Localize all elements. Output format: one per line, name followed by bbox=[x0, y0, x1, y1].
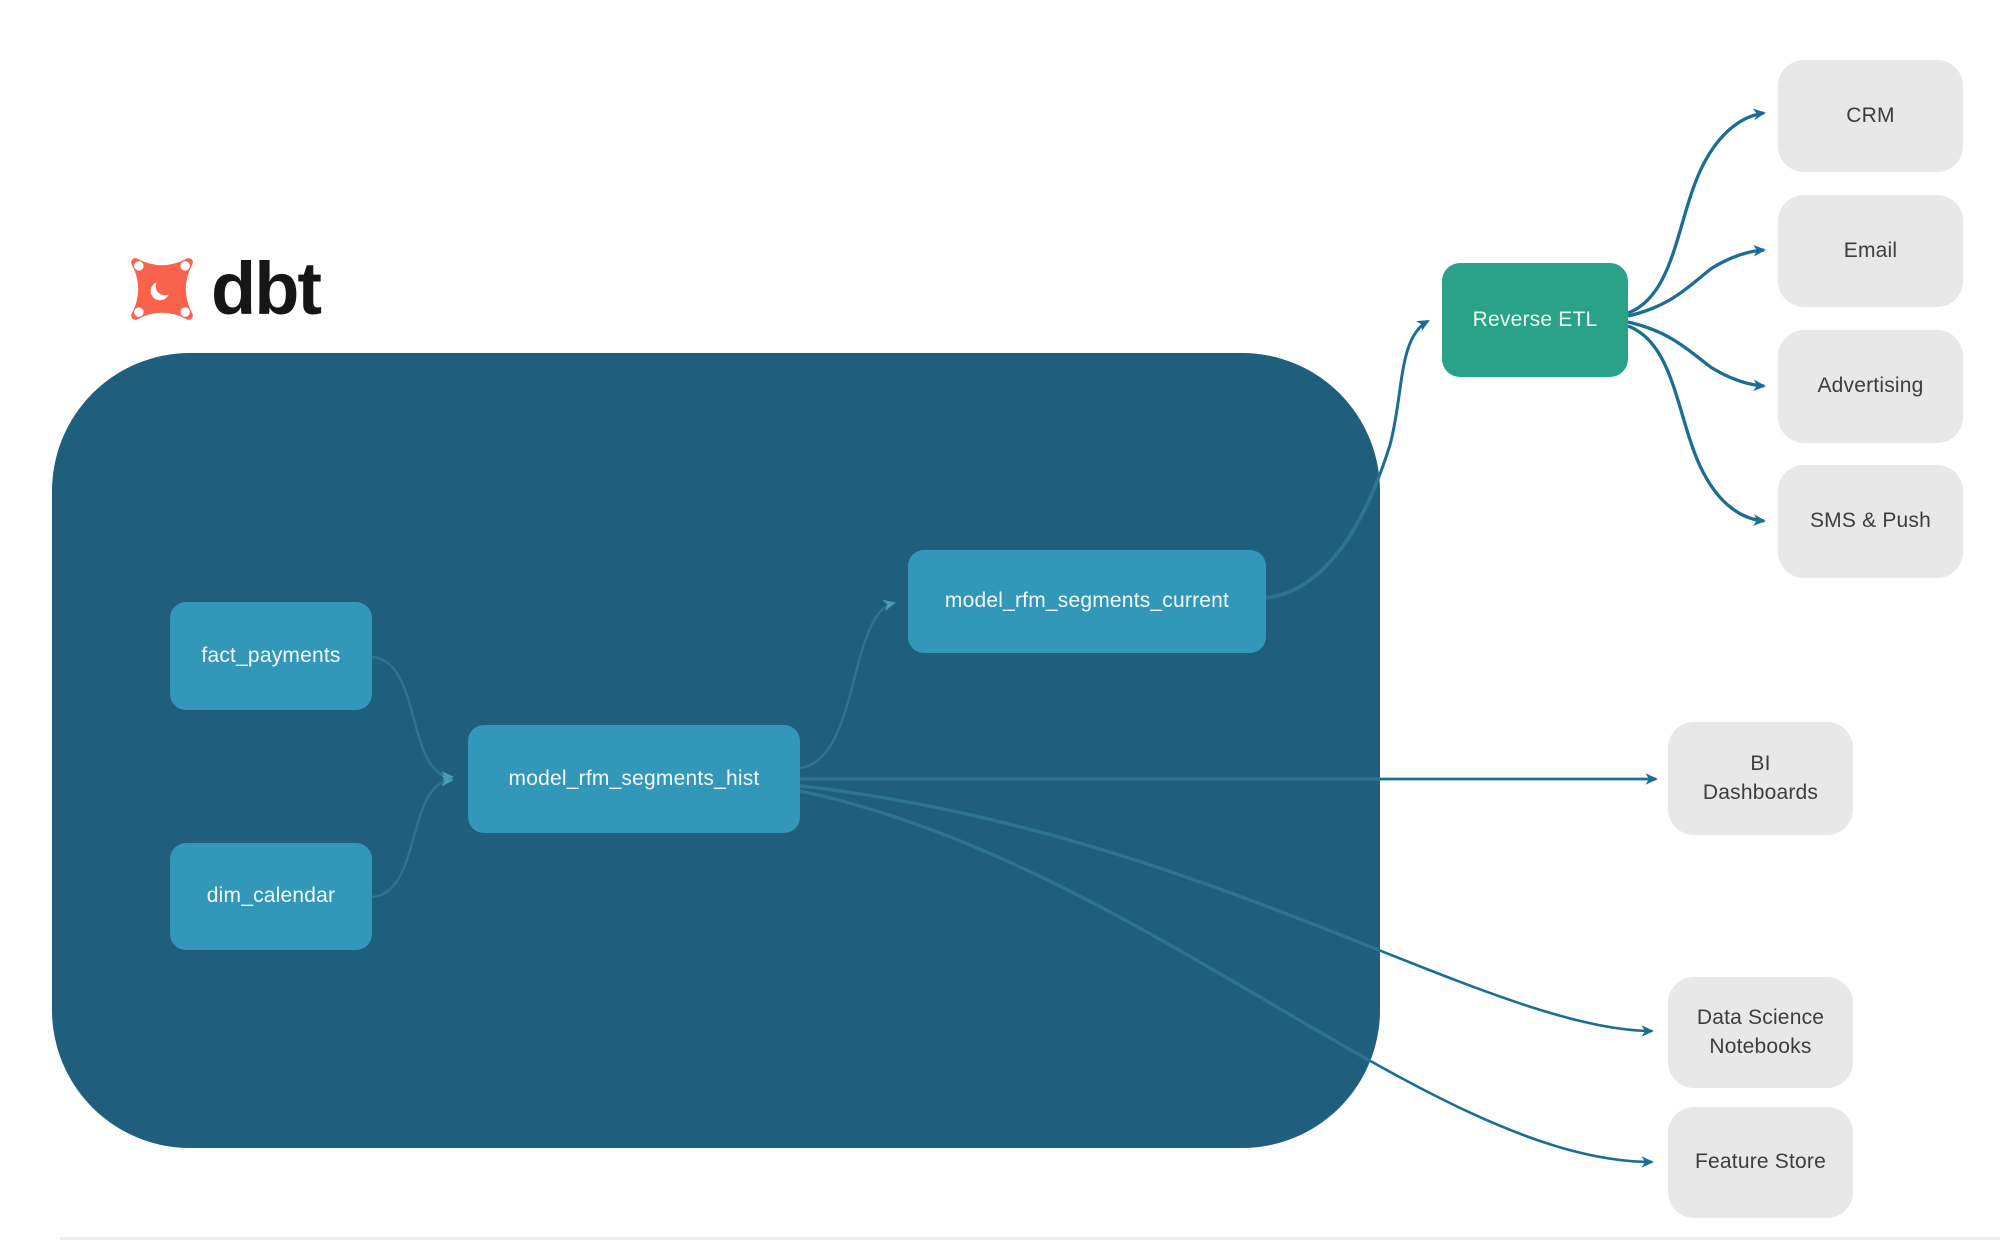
node-model-rfm-segments-hist[interactable]: model_rfm_segments_hist bbox=[468, 725, 800, 833]
node-label: Reverse ETL bbox=[1472, 307, 1598, 331]
edge-reverse-etl-to-sms-push bbox=[1627, 324, 1766, 526]
edge-reverse-etl-to-email bbox=[1627, 244, 1766, 318]
node-reverse-etl[interactable]: Reverse ETL bbox=[1442, 263, 1628, 377]
page-bottom-divider bbox=[60, 1237, 2000, 1240]
dbt-logo: dbt bbox=[125, 247, 322, 330]
node-bi-dashboards[interactable]: BI Dashboards bbox=[1668, 722, 1853, 835]
node-label: model_rfm_segments_hist bbox=[508, 766, 760, 790]
edge-reverse-etl-to-advertising bbox=[1627, 320, 1766, 392]
node-label: dim_calendar bbox=[206, 884, 336, 908]
node-label: fact_payments bbox=[201, 643, 341, 667]
node-advertising[interactable]: Advertising bbox=[1778, 330, 1963, 443]
node-data-science-notebooks[interactable]: Data Science Notebooks bbox=[1668, 977, 1853, 1088]
node-sms-push[interactable]: SMS & Push bbox=[1778, 465, 1963, 578]
edge-reverse-etl-to-crm bbox=[1627, 108, 1766, 315]
node-feature-store[interactable]: Feature Store bbox=[1668, 1107, 1853, 1218]
node-label: Data Science Notebooks bbox=[1696, 1006, 1825, 1058]
node-email[interactable]: Email bbox=[1778, 195, 1963, 307]
dbt-logo-icon bbox=[131, 258, 193, 320]
node-label: Email bbox=[1843, 238, 1898, 262]
node-fact-payments[interactable]: fact_payments bbox=[170, 602, 372, 710]
node-label: Feature Store bbox=[1695, 1150, 1826, 1174]
node-label: BI Dashboards bbox=[1702, 752, 1819, 804]
node-label: Advertising bbox=[1817, 374, 1924, 398]
node-label: SMS & Push bbox=[1809, 509, 1932, 533]
node-label: model_rfm_segments_current bbox=[944, 589, 1230, 613]
node-crm[interactable]: CRM bbox=[1778, 60, 1963, 172]
node-dim-calendar[interactable]: dim_calendar bbox=[170, 843, 372, 950]
dbt-logo-text: dbt bbox=[211, 247, 322, 330]
node-label: CRM bbox=[1846, 103, 1895, 127]
node-model-rfm-segments-current[interactable]: model_rfm_segments_current bbox=[908, 550, 1266, 653]
